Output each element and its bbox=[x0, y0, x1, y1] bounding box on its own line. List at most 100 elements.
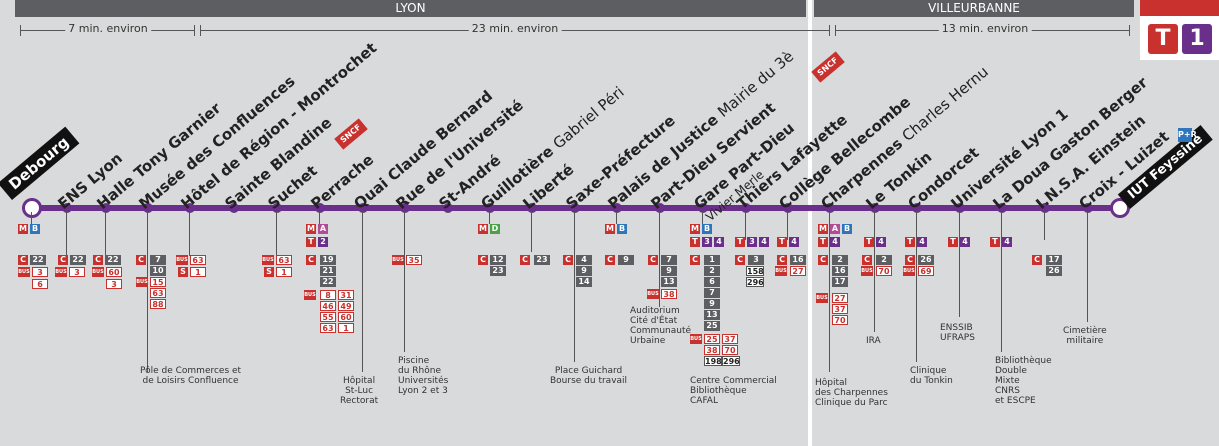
stop-dot[interactable] bbox=[527, 203, 537, 213]
connector bbox=[276, 212, 277, 256]
bus-line-badge: 26 bbox=[918, 255, 934, 265]
stop-dot[interactable] bbox=[698, 203, 708, 213]
stop-dot[interactable] bbox=[358, 203, 368, 213]
bus-line-badge: 10 bbox=[150, 266, 166, 276]
connector bbox=[916, 212, 917, 362]
bus-icon: BUS bbox=[392, 255, 404, 265]
metro-line-b-badge: B bbox=[30, 224, 40, 234]
poi-ira: IRA bbox=[866, 336, 881, 346]
stop-dot[interactable] bbox=[229, 203, 239, 213]
bus-line-badge: 13 bbox=[704, 310, 720, 320]
connector bbox=[1044, 212, 1045, 240]
chrono-icon: C bbox=[1032, 255, 1042, 265]
bus-line-badge: 60 bbox=[338, 312, 354, 322]
bus-line-badge: 22 bbox=[320, 277, 336, 287]
metro-icon: M bbox=[818, 224, 828, 234]
bus-line-badge: 26 bbox=[1046, 266, 1062, 276]
stop-dot[interactable] bbox=[400, 203, 410, 213]
tram-icon: T bbox=[864, 237, 874, 247]
bus-line-badge: 27 bbox=[832, 293, 848, 303]
bus-icon: BUS bbox=[304, 290, 316, 300]
connector bbox=[531, 212, 532, 252]
stop-dot[interactable] bbox=[870, 203, 880, 213]
bus-line-badge: 31 bbox=[338, 290, 354, 300]
bus-icon: BUS bbox=[903, 266, 915, 276]
tram-line-badge: 2 bbox=[318, 237, 328, 247]
chrono-icon: C bbox=[520, 255, 530, 265]
stop-dot[interactable] bbox=[997, 203, 1007, 213]
bus-line-badge: 7 bbox=[661, 255, 677, 265]
stop-dot[interactable] bbox=[612, 203, 622, 213]
chrono-icon: C bbox=[690, 255, 700, 265]
stop-dot[interactable] bbox=[143, 203, 153, 213]
bus-line-badge: 9 bbox=[704, 299, 720, 309]
bus-line-badge: 7 bbox=[150, 255, 166, 265]
stop-dot[interactable] bbox=[485, 203, 495, 213]
tram-line-badge: 3 bbox=[747, 237, 757, 247]
tram-line-badge: 4 bbox=[830, 237, 840, 247]
chrono-icon: C bbox=[648, 255, 658, 265]
chrono-icon: C bbox=[905, 255, 915, 265]
stop-dot[interactable] bbox=[741, 203, 751, 213]
stop-dot[interactable] bbox=[315, 203, 325, 213]
stop-dot[interactable] bbox=[185, 203, 195, 213]
tram-icon: T bbox=[948, 237, 958, 247]
terminus-debourg-dot[interactable] bbox=[22, 198, 42, 218]
connector bbox=[659, 212, 660, 307]
poi-centre-commercial: Centre Commercial Bibliothèque CAFAL bbox=[690, 376, 777, 406]
poi-confluence: Pôle de Commerces et de Loisirs Confluen… bbox=[140, 366, 242, 386]
metro-line-a-badge: A bbox=[830, 224, 840, 234]
connector bbox=[404, 212, 405, 352]
tram-icon: T bbox=[905, 237, 915, 247]
bus-icon: BUS bbox=[816, 293, 828, 303]
stop-dot[interactable] bbox=[655, 203, 665, 213]
poi-auditorium: Auditorium Cité d'État Communauté Urbain… bbox=[630, 306, 692, 346]
chrono-icon: C bbox=[563, 255, 573, 265]
bus-line-badge: 17 bbox=[1046, 255, 1062, 265]
metro-line-b-badge: B bbox=[617, 224, 627, 234]
poi-hopital-charpennes: Hôpital des Charpennes Clinique du Parc bbox=[815, 378, 888, 408]
stop-dot[interactable] bbox=[912, 203, 922, 213]
connector bbox=[1001, 212, 1002, 352]
poi-piscine: Piscine du Rhône Universités Lyon 2 et 3 bbox=[398, 356, 449, 396]
chrono-icon: C bbox=[93, 255, 103, 265]
stop-dot[interactable] bbox=[1040, 203, 1050, 213]
bus-line-badge: 63 bbox=[190, 255, 206, 265]
bus-line-badge: 15 bbox=[150, 277, 166, 287]
connector bbox=[574, 212, 575, 362]
stop-dot[interactable] bbox=[443, 203, 453, 213]
tram-logo-number: 1 bbox=[1182, 24, 1212, 54]
shuttle-icon: S bbox=[178, 267, 188, 277]
connector bbox=[147, 212, 148, 372]
zone-separator bbox=[808, 0, 812, 446]
bus-line-badge: 35 bbox=[406, 255, 422, 265]
stop-dot[interactable] bbox=[955, 203, 965, 213]
tram-logo-letter: T bbox=[1148, 24, 1178, 54]
bus-line-badge: 60 bbox=[106, 267, 122, 277]
connector bbox=[787, 212, 788, 240]
connector bbox=[874, 212, 875, 332]
tram-line-badge: 4 bbox=[1002, 237, 1012, 247]
stop-dot[interactable] bbox=[272, 203, 282, 213]
connector bbox=[959, 212, 960, 317]
tram-line-badge: 4 bbox=[759, 237, 769, 247]
stop-dot[interactable] bbox=[570, 203, 580, 213]
bus-icon: BUS bbox=[18, 267, 30, 277]
stop-dot[interactable] bbox=[101, 203, 111, 213]
bus-line-badge: 4 bbox=[576, 255, 592, 265]
duration-label-1: 7 min. environ bbox=[65, 22, 151, 35]
poi-enssib: ENSSIB UFRAPS bbox=[940, 323, 975, 343]
tram-line-badge: 3 bbox=[702, 237, 712, 247]
stop-dot[interactable] bbox=[62, 203, 72, 213]
bus-line-badge: 3 bbox=[32, 267, 48, 277]
metro-line-a-badge: A bbox=[318, 224, 328, 234]
chrono-icon: C bbox=[735, 255, 745, 265]
metro-line-b-badge: B bbox=[702, 224, 712, 234]
stop-dot[interactable] bbox=[825, 203, 835, 213]
stop-dot[interactable] bbox=[783, 203, 793, 213]
stop-dot[interactable] bbox=[1083, 203, 1093, 213]
bus-line-badge: 70 bbox=[722, 345, 738, 355]
station-subname: Gabriel Péri bbox=[549, 82, 628, 153]
bus-line-badge: 198 bbox=[704, 356, 722, 366]
bus-icon: BUS bbox=[690, 334, 702, 344]
